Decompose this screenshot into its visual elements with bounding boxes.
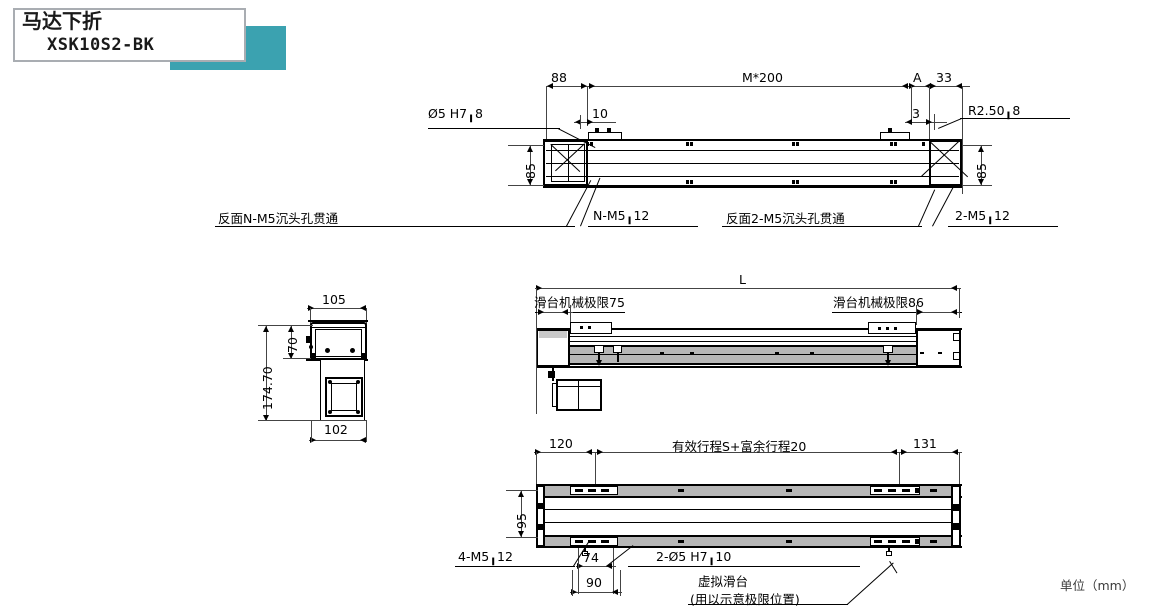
- callout-r250: R2.50╻8: [968, 103, 1021, 120]
- unit-note: 单位（mm）: [1060, 578, 1135, 593]
- callout-dia5-h7-text: Ø5 H7: [428, 106, 468, 121]
- callout-virtual-slider-line2: (用以示意极限位置): [690, 592, 800, 607]
- callout-r250-text: R2.50: [968, 103, 1005, 118]
- dim-m200: M*200: [742, 70, 783, 85]
- dim-10: 10: [592, 106, 608, 121]
- dim-90: 90: [586, 575, 602, 590]
- top-view-group: 88 M*200 A 33 10 3: [0, 0, 1170, 250]
- depth-symbol-icon: ╻: [467, 108, 475, 123]
- callout-4-m5-text: 4-M5: [458, 549, 490, 564]
- product-model-code: XSK10S2-BK: [47, 35, 155, 55]
- side-view-motor-core: [331, 383, 357, 411]
- depth-symbol-icon: ╻: [1004, 105, 1013, 120]
- top-view-profile-bump-right: [880, 132, 910, 140]
- callout-2-dia5-h7-depth: 10: [715, 549, 732, 564]
- dim-74: 74: [583, 550, 599, 565]
- dim-l: L: [739, 272, 746, 287]
- bottom-view-bottom-band: [538, 536, 959, 546]
- product-title-cn: 马达下折: [22, 9, 102, 33]
- bottom-view-right-endcap: [951, 485, 961, 547]
- dim-105: 105: [322, 292, 346, 307]
- side-view-group: 105 70 174.70 102: [0, 0, 460, 470]
- depth-symbol-icon: ╻: [707, 551, 716, 566]
- callout-limit-right: 滑台机械极限86: [833, 295, 924, 310]
- depth-symbol-icon: ╻: [986, 210, 995, 225]
- title-box: [13, 8, 246, 62]
- callout-2-m5-12: 2-M5╻12: [955, 208, 1010, 225]
- bottom-view-left-endcap: [536, 485, 545, 547]
- middle-view-group: L 滑台机械极限75 滑台机械极限86: [534, 272, 962, 414]
- bottom-view-top-band: [538, 486, 959, 496]
- callout-2-m5-depth: 12: [994, 208, 1010, 223]
- dim-102: 102: [324, 422, 348, 437]
- callout-4-m5-12: 4-M5╻12: [458, 549, 513, 566]
- dim-33: 33: [936, 70, 952, 85]
- callout-back-n-m5: 反面N-M5沉头孔贯通: [218, 211, 339, 226]
- dim-stroke: 有效行程S+富余行程20: [672, 439, 807, 454]
- callout-limit-left: 滑台机械极限75: [534, 295, 625, 310]
- dim-3: 3: [912, 106, 920, 121]
- callout-n-m5-12: N-M5╻12: [593, 208, 650, 225]
- callout-virtual-slider-line1: 虚拟滑台: [698, 574, 749, 589]
- callout-n-m5-text: N-M5: [593, 208, 626, 223]
- callout-2-dia5-h7-text: 2-Ø5 H7: [656, 549, 708, 564]
- top-view-profile-bump-left: [588, 132, 622, 140]
- depth-symbol-icon: ╻: [625, 210, 634, 225]
- dim-95: 95: [514, 513, 529, 529]
- middle-view-rail-grey-band: [538, 346, 959, 364]
- dim-120: 120: [549, 436, 573, 451]
- dim-131: 131: [913, 436, 937, 451]
- dim-88: 88: [551, 70, 567, 85]
- callout-dia5-h7-depth: 8: [474, 106, 483, 121]
- depth-symbol-icon: ╻: [489, 551, 498, 566]
- callout-r250-depth: 8: [1012, 103, 1021, 118]
- callout-dia5-h7: Ø5 H7╻8: [428, 106, 483, 123]
- callout-2-dia5-h7: 2-Ø5 H7╻10: [656, 549, 732, 566]
- middle-view-slider-left: [570, 322, 612, 334]
- top-view-right-endcap: [929, 140, 962, 186]
- callout-n-m5-depth: 12: [633, 208, 650, 223]
- top-view-left-endcap: [543, 140, 588, 186]
- callout-back-2-m5: 反面2-M5沉头孔贯通: [726, 211, 845, 226]
- middle-view-slider-right: [868, 322, 916, 334]
- callout-2-m5-text: 2-M5: [955, 208, 987, 223]
- dim-a: A: [913, 70, 922, 85]
- middle-view-motor: [556, 379, 602, 411]
- middle-view-motor-shaft: [552, 383, 557, 407]
- callout-4-m5-depth: 12: [497, 549, 513, 564]
